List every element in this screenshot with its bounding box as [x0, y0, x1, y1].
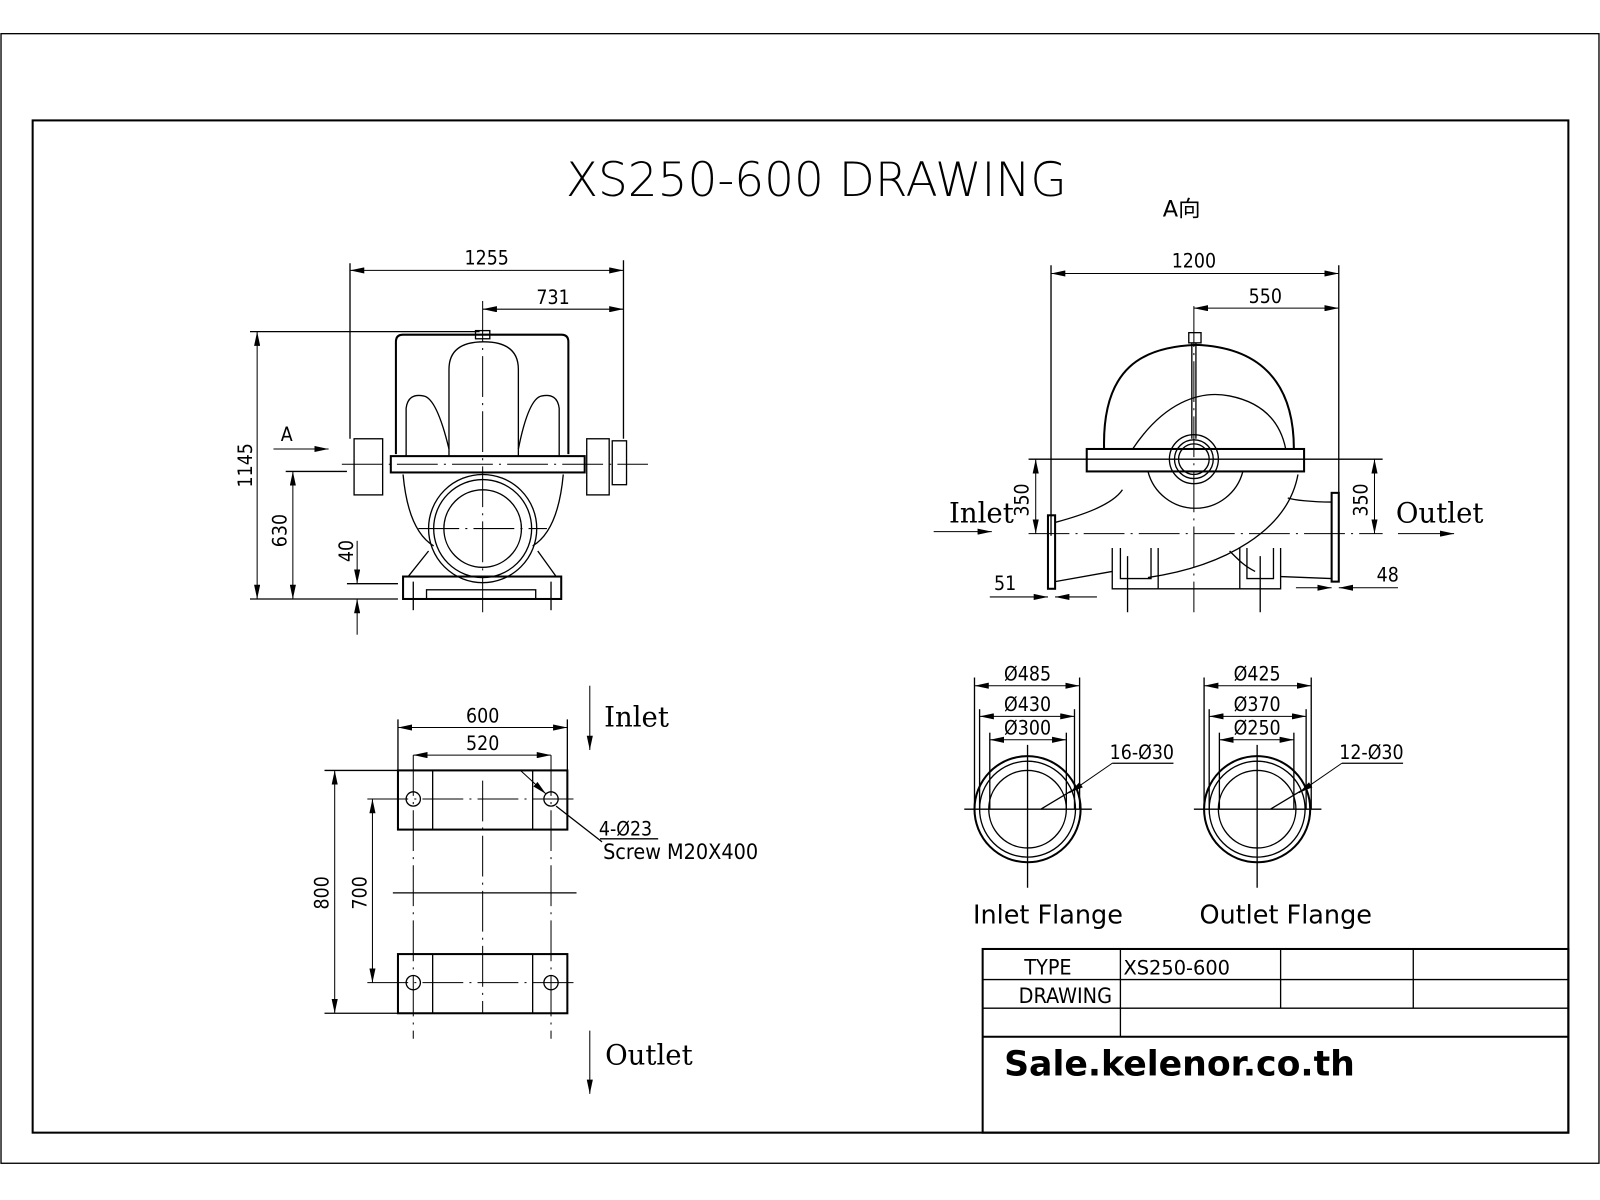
drawing-title: XS250-600 DRAWING — [566, 153, 1067, 208]
outer-border — [0, 33, 1600, 1164]
outlet-flange-label: Outlet Flange — [1199, 900, 1372, 930]
plan-inlet-label: Inlet — [604, 702, 669, 734]
dim-630: 630 — [269, 514, 292, 547]
base-plan: 600 520 800 700 4-Ø23 Screw M20X400 Inle… — [311, 685, 758, 1094]
dim-700: 700 — [348, 876, 371, 909]
bolt-hole — [405, 974, 422, 991]
bolt-hole — [543, 974, 559, 991]
dim-600: 600 — [466, 704, 499, 727]
dim-520: 520 — [466, 732, 499, 755]
side-view: A向 1200 550 350 350 Inlet — [933, 196, 1484, 613]
bolt-note: 4-Ø23 — [599, 818, 652, 841]
dim-1255: 1255 — [465, 246, 509, 269]
inlet-bore: Ø300 — [1004, 717, 1051, 740]
outlet-holes: 12-Ø30 — [1339, 741, 1403, 764]
dim-550: 550 — [1249, 285, 1282, 308]
plan-outlet-label: Outlet — [605, 1039, 693, 1071]
side-outlet-label: Outlet — [1396, 497, 1484, 529]
inlet-flange-label: Inlet Flange — [973, 900, 1123, 930]
inlet-flange-detail: Ø485 Ø430 Ø300 16-Ø30 Inlet Flange — [964, 663, 1174, 930]
side-inlet-label: Inlet — [949, 497, 1014, 529]
dim-731: 731 — [536, 286, 569, 309]
drawing-label: DRAWING — [1019, 984, 1112, 1009]
outlet-bore: Ø250 — [1234, 717, 1281, 740]
view-marker-a: A — [281, 423, 293, 446]
dim-1145: 1145 — [234, 443, 257, 487]
screw-note: Screw M20X400 — [603, 840, 758, 865]
dim-1200: 1200 — [1172, 249, 1216, 272]
outlet-od: Ø425 — [1234, 663, 1281, 686]
front-view: 1255 731 1145 630 40 A — [234, 246, 648, 635]
dim-inlet-350: 350 — [1011, 483, 1034, 516]
dim-51: 51 — [994, 572, 1016, 595]
title-block: TYPE XS250-600 DRAWING Sale.kelenor.co.t… — [981, 947, 1570, 1134]
bolt-hole — [405, 791, 422, 807]
dim-48: 48 — [1377, 564, 1399, 587]
side-view-label: A向 — [1163, 196, 1201, 222]
dim-800: 800 — [311, 876, 334, 909]
outlet-pcd: Ø370 — [1234, 693, 1281, 716]
outlet-flange-detail: Ø425 Ø370 Ø250 12-Ø30 Outlet Flange — [1193, 663, 1404, 930]
type-label: TYPE — [1023, 955, 1071, 980]
dim-outlet-350: 350 — [1349, 483, 1372, 516]
inlet-od: Ø485 — [1004, 663, 1051, 686]
website-text: Sale.kelenor.co.th — [1004, 1045, 1355, 1085]
bolt-hole — [543, 791, 559, 807]
inlet-holes: 16-Ø30 — [1110, 741, 1174, 764]
inlet-pcd: Ø430 — [1004, 693, 1051, 716]
dim-40: 40 — [335, 540, 358, 562]
type-value: XS250-600 — [1123, 956, 1230, 979]
inner-border — [31, 119, 1570, 1134]
